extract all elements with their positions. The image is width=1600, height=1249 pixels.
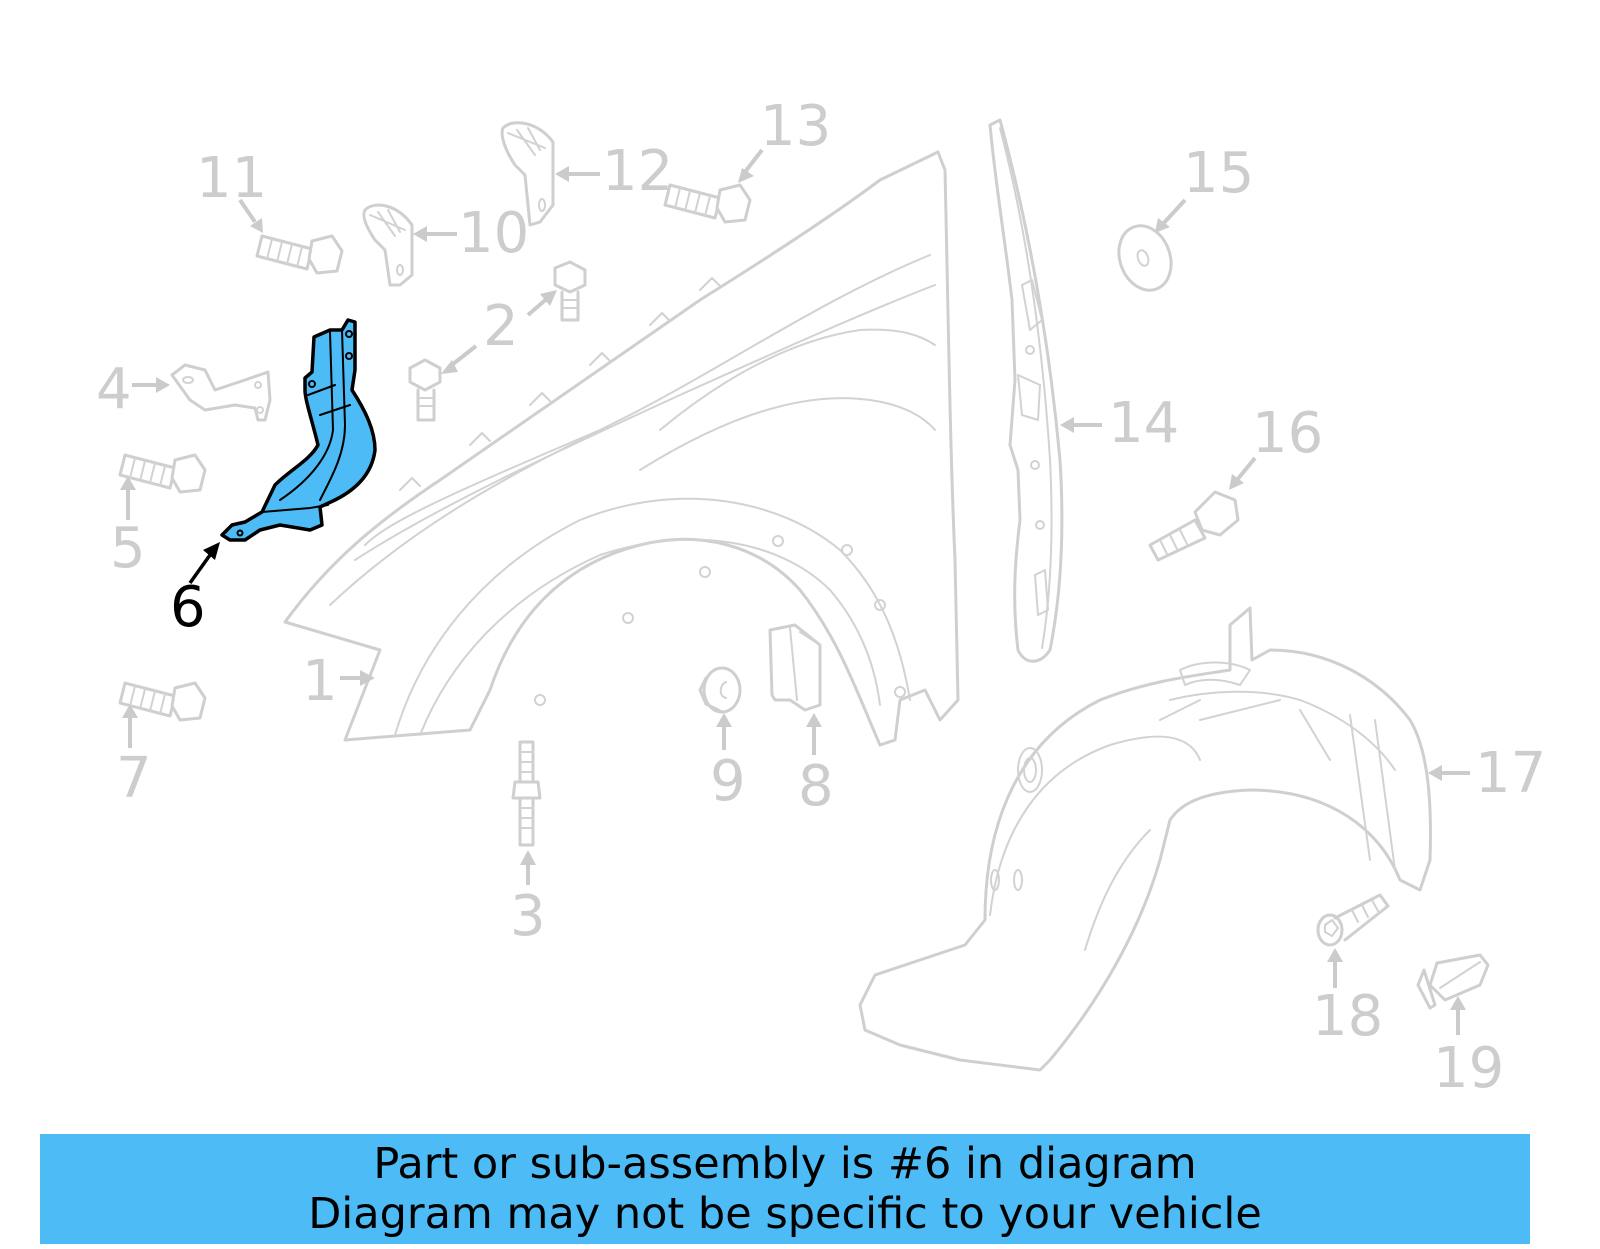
callout-14[interactable]: 14 <box>1108 391 1179 456</box>
callout-19[interactable]: 19 <box>1433 1036 1504 1100</box>
callout-18[interactable]: 18 <box>1312 984 1383 1049</box>
leader-arrows <box>120 148 1470 1035</box>
callout-6-highlighted[interactable]: 6 <box>170 575 206 640</box>
callout-7[interactable]: 7 <box>116 746 152 811</box>
part-16-bolt[interactable] <box>1148 490 1240 562</box>
info-banner: Part or sub-assembly is #6 in diagram Di… <box>40 1134 1530 1244</box>
callout-8[interactable]: 8 <box>798 754 834 819</box>
part-12-clip[interactable] <box>500 121 555 227</box>
callout-5[interactable]: 5 <box>110 516 146 581</box>
callout-17[interactable]: 17 <box>1475 741 1546 806</box>
part-8-clip[interactable] <box>768 623 822 712</box>
callout-1[interactable]: 1 <box>302 649 338 714</box>
part-1-fender[interactable] <box>283 150 960 747</box>
part-10-clip[interactable] <box>362 203 414 287</box>
callout-11[interactable]: 11 <box>196 146 267 211</box>
part-6-bracket-highlighted[interactable] <box>220 318 377 542</box>
part-13-bolt[interactable] <box>663 183 752 224</box>
callout-2[interactable]: 2 <box>483 294 519 359</box>
callout-16[interactable]: 16 <box>1252 401 1323 466</box>
callout-10[interactable]: 10 <box>458 201 529 266</box>
part-17-inner-liner[interactable] <box>858 606 1432 1072</box>
part-18-screw[interactable] <box>1316 893 1390 947</box>
part-3-stud[interactable] <box>511 740 542 847</box>
callout-4[interactable]: 4 <box>96 357 132 422</box>
parts-diagram: 1 2 3 4 5 6 7 8 9 10 11 12 13 14 15 16 1… <box>96 94 1546 1100</box>
part-14-seal[interactable] <box>988 118 1064 663</box>
banner-disclaimer-text: Diagram may not be specific to your vehi… <box>308 1189 1262 1239</box>
part-11-bolt[interactable] <box>255 234 344 275</box>
part-15-washer[interactable] <box>1110 218 1180 297</box>
callout-13[interactable]: 13 <box>760 94 831 159</box>
part-9-nut[interactable] <box>698 666 742 714</box>
part-2-bolts[interactable] <box>408 260 587 422</box>
callout-15[interactable]: 15 <box>1183 141 1254 206</box>
part-4-bracket[interactable] <box>170 363 272 422</box>
callout-labels: 1 2 3 4 5 6 7 8 9 10 11 12 13 14 15 16 1… <box>96 94 1546 1100</box>
callout-9[interactable]: 9 <box>710 749 746 814</box>
part-19-clip[interactable] <box>1416 953 1490 1010</box>
part-5-bolt[interactable] <box>118 453 207 494</box>
part-7-bolt[interactable] <box>118 681 207 722</box>
callout-3[interactable]: 3 <box>510 884 546 949</box>
banner-part-number-text: Part or sub-assembly is #6 in diagram <box>373 1139 1197 1189</box>
callout-12[interactable]: 12 <box>602 139 673 204</box>
